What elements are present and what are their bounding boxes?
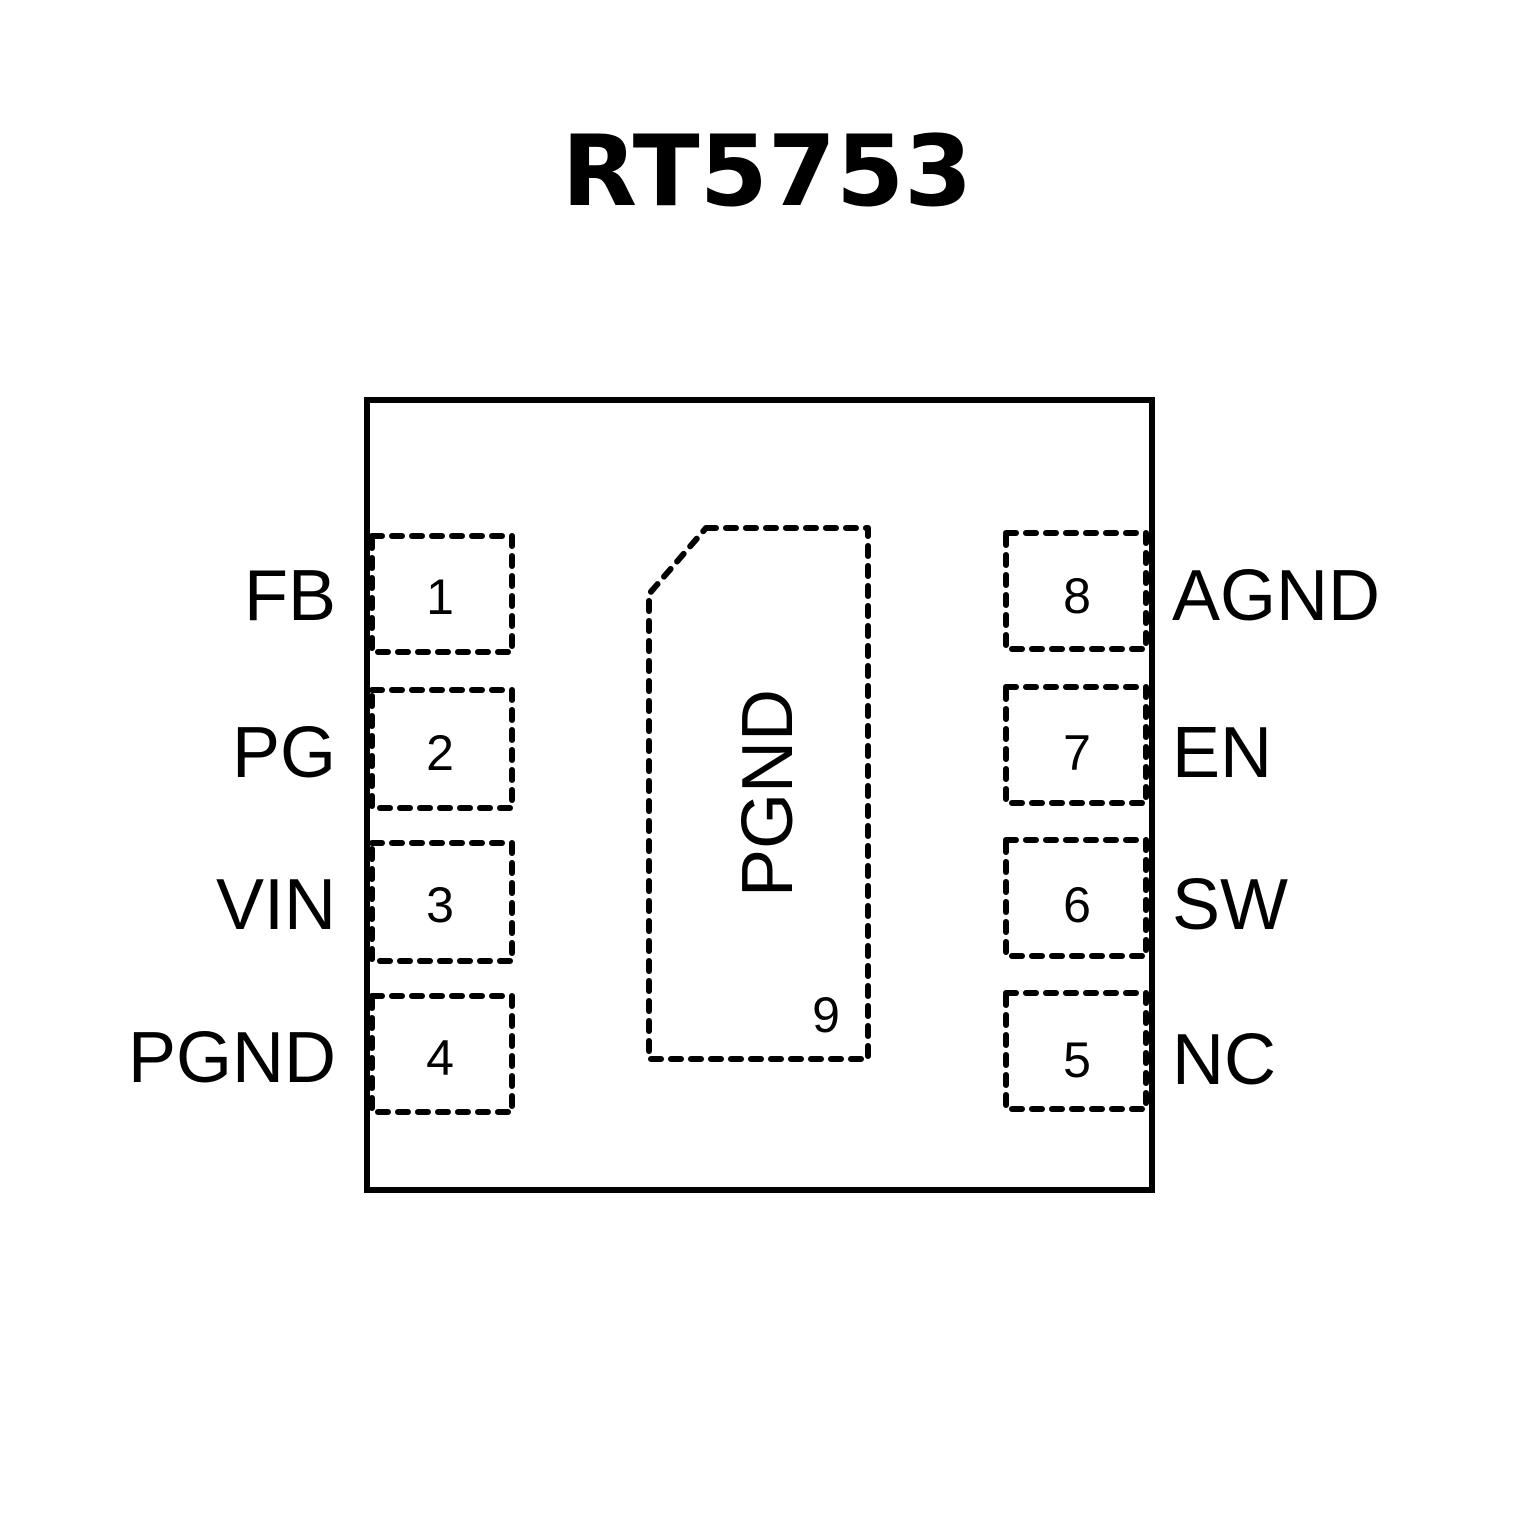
- pin-name: EN: [1172, 713, 1272, 793]
- pin-name: FB: [244, 556, 336, 636]
- pad-4: [369, 993, 515, 1115]
- pin-number: 3: [426, 877, 454, 933]
- exposed-pad: PGND 9: [646, 525, 871, 1062]
- exposed-pad-outline: [646, 525, 871, 1062]
- pin-number: 7: [1063, 725, 1091, 781]
- pin-number: 6: [1063, 877, 1091, 933]
- exposed-pad-name: PGND: [728, 689, 808, 897]
- pin-name: NC: [1172, 1020, 1276, 1100]
- pad-3: [369, 840, 515, 964]
- pin-name: AGND: [1172, 556, 1380, 636]
- pin-1: 1 FB: [244, 533, 515, 655]
- pin-name: SW: [1172, 865, 1288, 945]
- pin-2: 2 PG: [232, 687, 515, 811]
- chip-title: RT5753: [562, 115, 973, 229]
- pad-2: [369, 687, 515, 811]
- pin-name: PGND: [128, 1018, 336, 1098]
- pin-number: 8: [1063, 568, 1091, 624]
- pin-4: 4 PGND: [128, 993, 515, 1115]
- pin-5: 5 NC: [1003, 990, 1276, 1112]
- pin-number: 2: [426, 725, 454, 781]
- pin-6: 6 SW: [1003, 837, 1288, 959]
- pin-number: 4: [426, 1030, 454, 1086]
- pin-number: 1: [426, 569, 454, 625]
- pad-5: [1003, 990, 1149, 1112]
- pad-1: [369, 533, 515, 655]
- exposed-pad-number: 9: [812, 987, 840, 1043]
- pin-3: 3 VIN: [216, 840, 515, 964]
- pad-7: [1003, 684, 1149, 806]
- pad-8: [1003, 530, 1149, 652]
- pin-number: 5: [1063, 1032, 1091, 1088]
- pin-name: VIN: [216, 865, 336, 945]
- pin-name: PG: [232, 713, 336, 793]
- pad-6: [1003, 837, 1149, 959]
- pin-7: 7 EN: [1003, 684, 1272, 806]
- pin-8: 8 AGND: [1003, 530, 1380, 652]
